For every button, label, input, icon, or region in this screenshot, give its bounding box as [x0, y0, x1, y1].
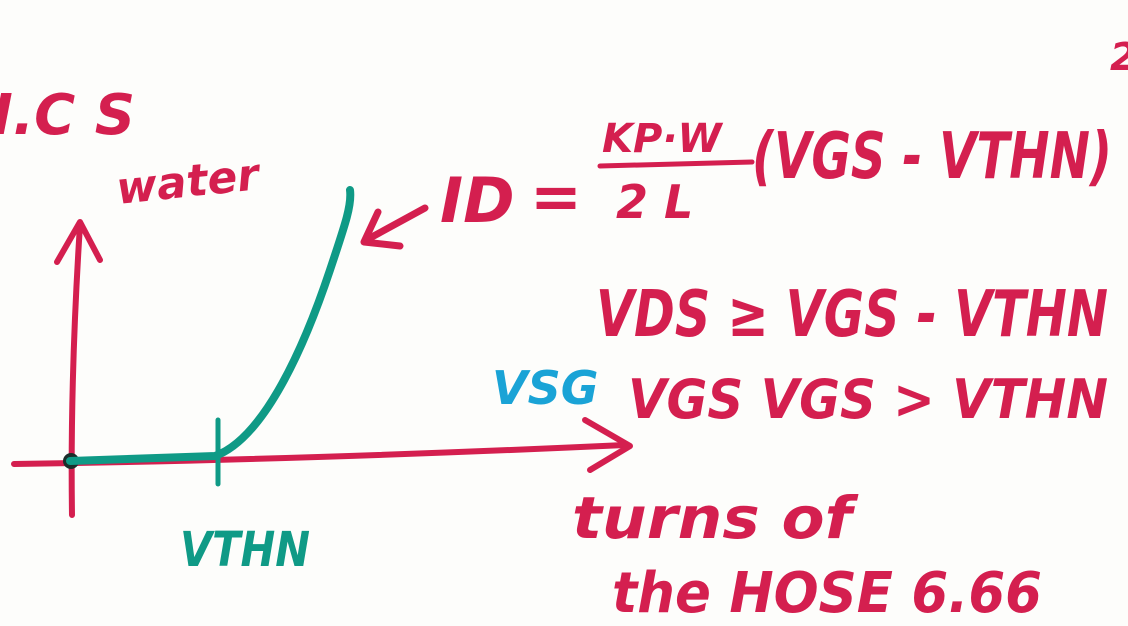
pointer-arrowhead — [360, 208, 404, 250]
y-axis-line — [68, 222, 83, 518]
top-left-label: I.C S — [0, 83, 135, 148]
eq-paren-term: (VGS - VTHN) — [752, 120, 1112, 194]
bottom-note-line1: turns of — [572, 484, 859, 552]
transfer-curve — [66, 186, 355, 465]
eq-id-lhs: ID — [440, 164, 515, 237]
pointer-arrow-line — [366, 204, 429, 242]
bottom-note-line2: the HOSE 6.66 — [612, 561, 1042, 626]
eq-exponent: 2 — [1110, 35, 1128, 79]
sat-condition: VDS ≥ VGS - VTHN — [596, 278, 1108, 352]
y-axis-arrowhead — [54, 219, 103, 265]
eq-equals-sign: = — [530, 160, 582, 233]
eq-kp-w: KP·W — [602, 116, 724, 162]
on-condition: VGS VGS > VTHN — [628, 368, 1108, 431]
water-label: water — [114, 149, 264, 215]
eq-two-l: 2 L — [616, 175, 693, 229]
eq-fraction-bar — [597, 159, 755, 169]
threshold-label: VTHN — [180, 522, 310, 578]
x-axis-arrowhead — [582, 417, 633, 473]
x-axis-label: VSG — [492, 361, 599, 415]
